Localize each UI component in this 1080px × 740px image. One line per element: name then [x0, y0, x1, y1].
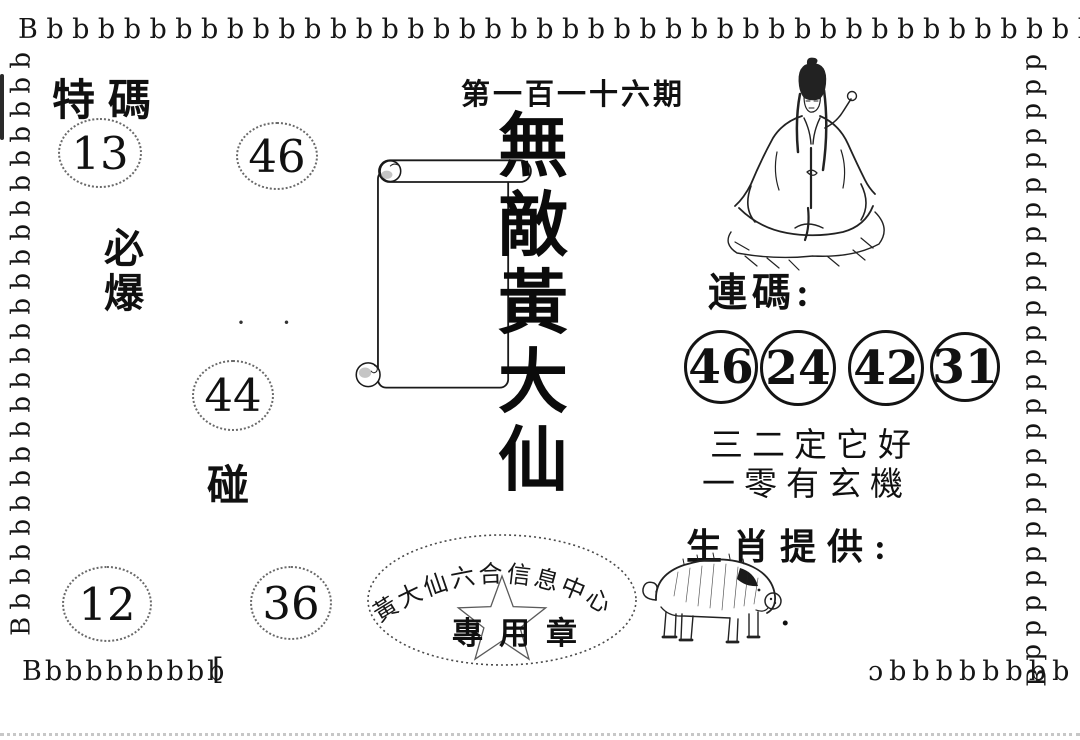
border-top: Bbbbbbbbbbbbbbbbbbbbbbbbbbbbbbbbbbbbbbbb…	[18, 14, 1080, 45]
hint-line-1: 三二定它好	[710, 428, 920, 464]
border-bottom-right: ɔbbbbbbbb	[868, 656, 1076, 687]
linked-number-31: 31	[932, 339, 998, 395]
special-number-12: 12	[78, 577, 136, 631]
main-title-vertical: 無敵黃大仙	[498, 109, 568, 500]
seal-stamp-text: 專用章	[452, 616, 593, 651]
linked-circle-24: 24	[760, 330, 836, 406]
linked-number-42: 42	[853, 340, 919, 396]
scroll-icon	[355, 159, 532, 389]
hint-line-2: 一零有玄機	[702, 467, 912, 503]
scan-edge-dashes	[0, 733, 1080, 736]
seal-graphic: 黃大仙六合信息中心	[367, 534, 637, 666]
special-circle-12: 12	[62, 566, 152, 642]
star-icon	[456, 574, 548, 661]
issue-title: 第一百一十六期	[460, 79, 685, 111]
period-mark: .	[780, 589, 791, 635]
seated-immortal-icon	[727, 57, 885, 271]
linked-circle-46: 46	[684, 330, 758, 404]
special-number-13: 13	[71, 126, 129, 180]
border-bottom-left: Bbbbbbbbbb	[22, 656, 228, 687]
linked-circle-42: 42	[848, 330, 924, 406]
bump-text: 碰	[207, 464, 250, 510]
must-burst-text: 必爆	[104, 226, 144, 316]
special-number-44: 44	[204, 369, 262, 422]
special-circle-36: 36	[250, 566, 332, 640]
linked-number-46: 46	[688, 339, 754, 395]
separator-dots: · ·	[236, 306, 306, 339]
special-circle-46: 46	[236, 122, 318, 190]
special-number-46: 46	[248, 129, 306, 183]
special-circle-13: 13	[58, 118, 142, 188]
linked-circle-31: 31	[930, 332, 1000, 402]
pig-icon	[642, 552, 782, 644]
bottom-left-mark: [	[212, 652, 224, 687]
special-number-36: 36	[262, 576, 320, 630]
linked-number-24: 24	[765, 340, 831, 396]
scan-smudge	[0, 74, 4, 140]
special-code-label: 特碼	[52, 78, 164, 125]
special-circle-44: 44	[192, 360, 274, 431]
linked-label: 連碼:	[708, 272, 814, 315]
